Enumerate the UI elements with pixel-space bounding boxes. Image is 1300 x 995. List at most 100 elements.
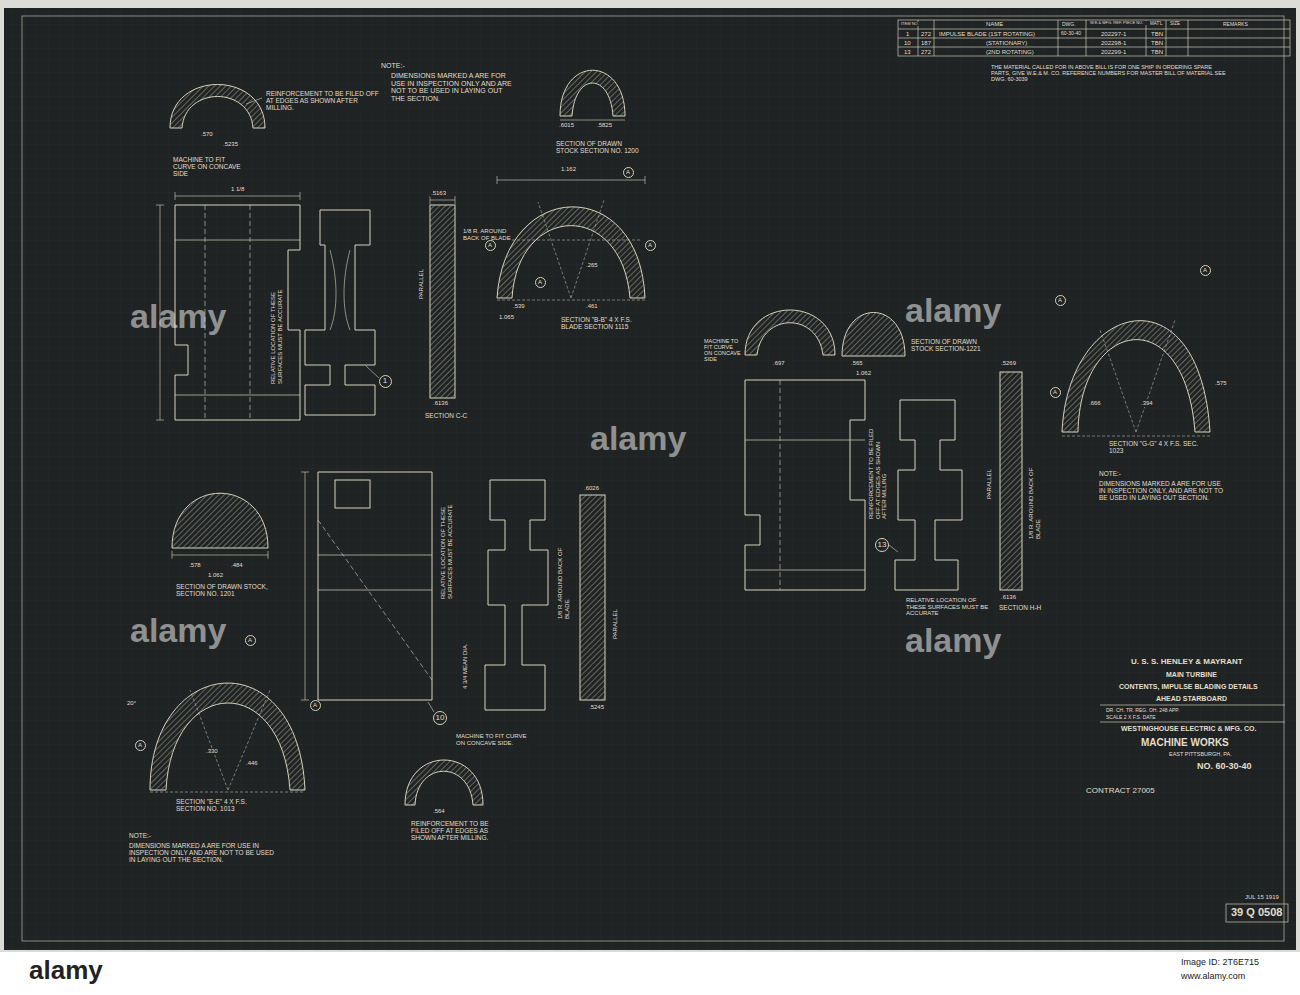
table-cell: MAT'L bbox=[1149, 22, 1164, 27]
dimension: .5245 bbox=[588, 704, 605, 711]
blade-10-views bbox=[405, 760, 483, 805]
dimension: .394 bbox=[1140, 400, 1154, 407]
dimension: 4 3/4 MEAN DIA. bbox=[462, 642, 469, 690]
callout-text: A bbox=[313, 702, 317, 708]
callout-text: 13 bbox=[878, 541, 887, 549]
blade-1-views bbox=[366, 366, 379, 378]
blade-13-views bbox=[745, 310, 835, 355]
dimension: .575 bbox=[1214, 380, 1228, 387]
watermark: alamy bbox=[590, 420, 686, 457]
table-cell: 187 bbox=[920, 40, 932, 47]
dimension: .539 bbox=[512, 303, 526, 310]
callout-number: 1 bbox=[379, 375, 392, 388]
section-title: SECTION H-H bbox=[998, 604, 1042, 611]
dimension: .5235 bbox=[222, 141, 239, 148]
inspection-mark: A bbox=[535, 277, 546, 288]
table-cell: 60-30-40 bbox=[1060, 31, 1082, 37]
blade-13-views bbox=[745, 310, 1210, 590]
dimension: .697 bbox=[772, 360, 786, 367]
dimension: .6015 bbox=[558, 122, 575, 129]
date-stamp: JUL 15 1919 bbox=[1244, 894, 1280, 901]
blade-13-views bbox=[1062, 320, 1210, 436]
callout-number: 10 bbox=[433, 711, 447, 725]
blade-13-views bbox=[745, 380, 865, 590]
blade-10-views bbox=[335, 480, 370, 508]
blade-10-views bbox=[580, 495, 605, 700]
blade-13-views bbox=[895, 400, 962, 590]
table-cell: REMARKS bbox=[1222, 22, 1249, 28]
blade-10-views bbox=[428, 702, 434, 712]
table-cell: 202297-1 bbox=[1100, 31, 1127, 38]
title-block-text: CONTENTS, IMPULSE BLADING DETAILS bbox=[1118, 683, 1259, 691]
blade-1-views bbox=[560, 120, 625, 121]
table-cell: TBN bbox=[1150, 31, 1164, 38]
table-cell: (STATIONARY) bbox=[985, 40, 1028, 47]
title-block-text: WESTINGHOUSE ELECTRIC & MFG. CO. bbox=[1120, 725, 1257, 733]
paper bbox=[0, 952, 1300, 995]
blade-10-views bbox=[172, 493, 268, 548]
dimension: .5269 bbox=[1000, 360, 1017, 367]
table-cell: W.E.& MFG. REF. PIECE NO. bbox=[1089, 21, 1147, 25]
paper bbox=[4, 8, 1296, 950]
title-block-text: MACHINE WORKS bbox=[1140, 737, 1230, 748]
title-block-frame bbox=[1100, 705, 1288, 922]
note: PARALLEL bbox=[986, 468, 993, 500]
parts-table bbox=[898, 20, 1290, 56]
blade-13-views bbox=[1000, 372, 1022, 590]
title-block-text: MAIN TURBINE bbox=[1165, 671, 1218, 679]
blade-10-views bbox=[150, 683, 305, 790]
blade-10-views bbox=[318, 555, 432, 590]
blade-1-views bbox=[330, 250, 350, 330]
blade-10-views bbox=[150, 690, 305, 792]
section-title: SECTION OF DRAWN STOCK SECTION NO. 1200 bbox=[555, 140, 642, 154]
contract-number: CONTRACT 27005 bbox=[1085, 787, 1156, 796]
note: RELATIVE LOCATION OF THESE SURFACES MUST… bbox=[270, 273, 283, 385]
table-cell: TBN bbox=[1150, 40, 1164, 47]
dimension: .565 bbox=[850, 360, 864, 367]
section-title: SECTION C-C bbox=[424, 412, 468, 419]
dimension: .5163 bbox=[430, 190, 447, 197]
blade-10-views bbox=[172, 551, 268, 559]
table-cell: 13 bbox=[903, 49, 912, 56]
note: 1/8 R. AROUND BACK OF BLADE bbox=[557, 538, 570, 620]
note: 1/8 R. AROUND BACK OF BLADE bbox=[462, 228, 512, 241]
note: PARALLEL bbox=[612, 608, 619, 640]
dimension: .6136 bbox=[432, 400, 449, 407]
watermark: alamy bbox=[905, 622, 1001, 659]
blade-13-views bbox=[1062, 321, 1210, 432]
inspection-mark: A bbox=[1050, 387, 1061, 398]
note: NOTE:- bbox=[380, 62, 406, 70]
table-cell: IMPULSE BLADE (1ST ROTATING) bbox=[938, 31, 1036, 38]
callout-text: 1 bbox=[383, 377, 387, 385]
blade-13-views bbox=[889, 545, 898, 552]
table-cell: 10 bbox=[903, 40, 912, 47]
inspection-mark: A bbox=[310, 700, 321, 711]
note: 1/8 R. AROUND BACK OF BLADE bbox=[1028, 448, 1041, 540]
table-cell: (2ND ROTATING) bbox=[985, 49, 1035, 56]
blade-10-views bbox=[318, 520, 432, 680]
callout-text: A bbox=[626, 169, 630, 175]
title-block-text: SCALE 2 X F.S. DATE bbox=[1105, 715, 1157, 721]
blade-13-views bbox=[780, 380, 781, 590]
dimension: 1.162 bbox=[560, 166, 577, 173]
section-title: SECTION "G-G" 4 X F.S. SEC. 1023 bbox=[1108, 440, 1205, 454]
blade-1-views bbox=[560, 70, 625, 116]
note: RELATIVE LOCATION OF THESE SURFACES MUST… bbox=[905, 597, 992, 617]
title-block-frame bbox=[1100, 705, 1285, 722]
dimension: 1.062 bbox=[207, 572, 224, 579]
blade-1-views bbox=[497, 200, 645, 300]
table-cell: 272 bbox=[920, 31, 932, 38]
section-title: SECTION "E-E" 4 X F.S. SECTION NO. 1013 bbox=[175, 798, 267, 812]
inspection-mark: A bbox=[245, 635, 256, 646]
inspection-mark: A bbox=[135, 740, 146, 751]
file-stamp: 39 Q 0508 bbox=[1230, 906, 1283, 918]
dimension: .570 bbox=[200, 131, 214, 138]
callout-text: A bbox=[648, 242, 652, 248]
note: RELATIVE LOCATION OF THESE SURFACES MUST… bbox=[440, 498, 453, 600]
blade-1-views bbox=[175, 192, 300, 200]
title-block-frame bbox=[1226, 904, 1288, 922]
dimension: .6026 bbox=[583, 485, 600, 492]
inspection-mark: A bbox=[485, 240, 496, 251]
